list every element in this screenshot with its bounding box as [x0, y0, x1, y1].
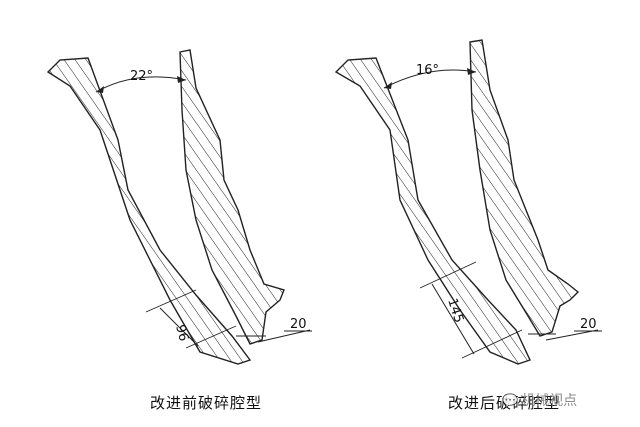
chat-bubble-icon: 💬: [502, 394, 519, 409]
right-chamber: 16° 145 20: [334, 39, 602, 365]
right-fixed-jaw: [334, 57, 531, 365]
left-chamber: 22° 96 20: [46, 49, 312, 365]
left-gap-leader: [257, 329, 311, 343]
left-angle-arc: [95, 76, 187, 93]
left-caption: 改进前破碎腔型: [150, 394, 263, 412]
left-height-label: 96: [172, 323, 191, 343]
right-gap-label: 20: [580, 317, 597, 332]
watermark: 💬机械视点: [502, 390, 577, 410]
left-fixed-jaw: [46, 57, 252, 365]
left-angle-label: 22°: [130, 69, 153, 84]
right-caption: 改进后破碎腔型: [448, 394, 561, 412]
watermark-text: 机械视点: [521, 393, 578, 409]
right-angle-label: 16°: [416, 63, 439, 78]
left-height-dimension: [159, 307, 199, 347]
right-height-dimension: [431, 283, 475, 355]
right-angle-arc: [383, 69, 477, 89]
right-moving-jaw: [469, 39, 580, 337]
left-moving-jaw: [179, 49, 285, 345]
right-gap-leader: [545, 329, 599, 341]
left-gap-label: 20: [290, 317, 307, 332]
right-height-label: 145: [444, 297, 466, 325]
